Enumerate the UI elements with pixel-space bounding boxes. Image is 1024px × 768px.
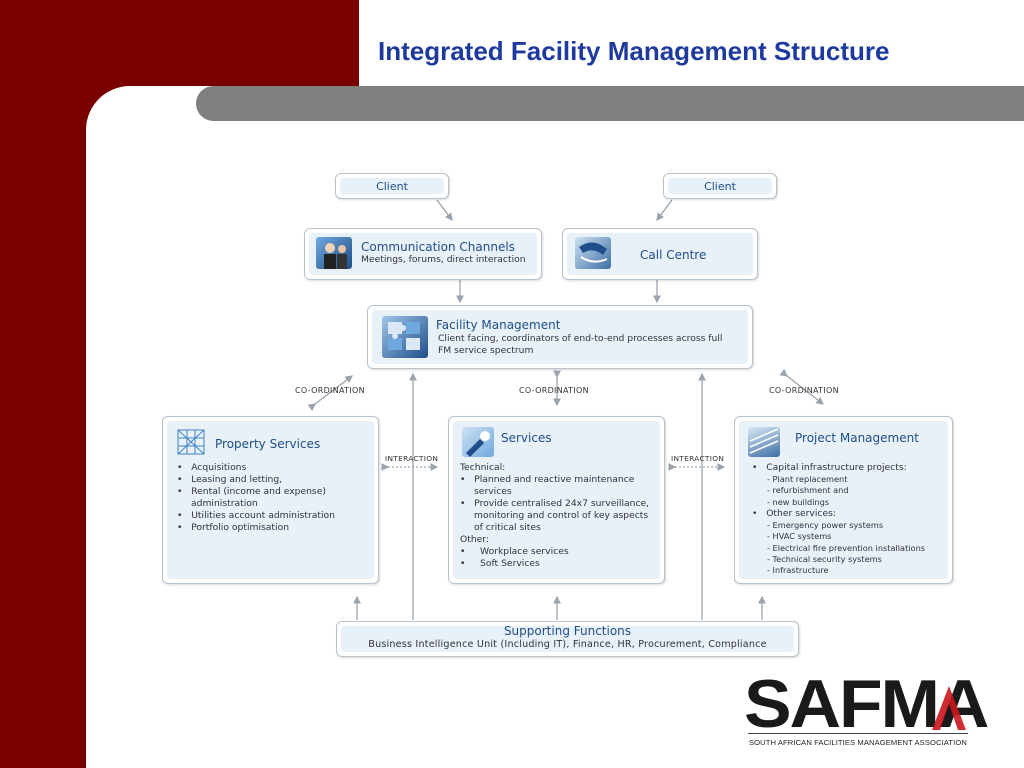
interaction-label-left: INTERACTION: [385, 454, 439, 463]
list-item: - refurbishment and: [767, 485, 849, 496]
services-other-heading: Other:: [460, 534, 490, 545]
communication-channels-desc: Meetings, forums, direct interaction: [361, 254, 526, 265]
list-item: • Soft Services: [460, 558, 540, 569]
list-item: • Provide centralised 24x7 surveillance,: [460, 498, 650, 509]
facility-management-title: Facility Management: [436, 318, 561, 332]
blueprint-icon: [748, 427, 780, 457]
list-item: • Capital infrastructure projects:: [752, 462, 907, 473]
services-technical-heading: Technical:: [460, 462, 506, 473]
arrow-client-to-callcentre: [656, 199, 673, 222]
property-services-box: Property Services • Acquisitions • Leasi…: [162, 416, 379, 584]
communication-channels-box: Communication Channels Meetings, forums,…: [304, 228, 542, 280]
grid-structure-icon: [175, 427, 207, 457]
slide-title: Integrated Facility Management Structure: [378, 36, 890, 66]
arrow-client-to-communication: [436, 199, 453, 222]
property-services-list: • Acquisitions • Leasing and letting, • …: [177, 462, 335, 534]
services-title: Services: [501, 431, 552, 445]
tools-icon: [462, 427, 494, 457]
property-services-title: Property Services: [215, 437, 321, 451]
list-item: administration: [191, 498, 258, 509]
call-centre-title: Call Centre: [640, 248, 707, 262]
interaction-label-right: INTERACTION: [671, 454, 725, 463]
coordination-label-left: CO-ORDINATION: [295, 386, 365, 395]
list-item: - Infrastructure: [767, 565, 829, 576]
coordination-label-middle: CO-ORDINATION: [519, 386, 589, 395]
list-item: • Leasing and letting,: [177, 474, 283, 485]
header-background: [359, 0, 1024, 90]
decorative-gray-bar: [196, 86, 1024, 121]
list-item: monitoring and control of key aspects: [474, 510, 649, 521]
arrow-coord-left: [307, 375, 354, 412]
facility-management-desc-2: FM service spectrum: [438, 345, 534, 356]
list-item: • Utilities account administration: [177, 510, 335, 521]
list-item: • Planned and reactive maintenance: [460, 474, 635, 485]
safma-logo: SAFMA SOUTH AFRICAN FACILITIES MANAGEMEN…: [744, 670, 989, 752]
project-other-list: • Other services:: [752, 508, 836, 520]
list-item: - Technical security systems: [767, 553, 882, 564]
project-management-box: Project Management • Capital infrastruct…: [734, 416, 953, 584]
project-capital-sublist: - Plant replacement - refurbishment and …: [767, 474, 849, 508]
client-label-left: Client: [376, 180, 408, 193]
list-item: - Electrical fire prevention installatio…: [767, 542, 926, 553]
communication-channels-title: Communication Channels: [361, 240, 515, 254]
safma-logo-subtitle: SOUTH AFRICAN FACILITIES MANAGEMENT ASSO…: [749, 738, 967, 747]
supporting-functions-box: Supporting Functions Business Intelligen…: [336, 621, 799, 657]
coordination-label-right: CO-ORDINATION: [769, 386, 839, 395]
list-item: • Portfolio optimisation: [177, 522, 290, 533]
list-item: • Acquisitions: [177, 462, 247, 473]
client-label-right: Client: [704, 180, 736, 193]
list-item: • Workplace services: [460, 546, 569, 557]
project-management-title: Project Management: [795, 431, 919, 445]
list-item: - new buildings: [767, 496, 830, 507]
supporting-functions-title: Supporting Functions: [503, 624, 632, 638]
list-item: of critical sites: [474, 522, 541, 533]
facility-management-desc-1: Client facing, coordinators of end-to-en…: [438, 333, 723, 344]
facility-management-box: Facility Management Client facing, coord…: [367, 305, 753, 369]
client-box-left: Client: [335, 173, 449, 199]
list-item: • Rental (income and expense): [177, 486, 326, 497]
list-item: - Plant replacement: [767, 474, 848, 484]
supporting-functions-desc: Business Intelligence Unit (Including IT…: [368, 639, 767, 650]
call-centre-box: Call Centre: [562, 228, 758, 280]
list-item: - Emergency power systems: [767, 520, 884, 530]
client-box-right: Client: [663, 173, 777, 199]
list-item: • Other services:: [752, 508, 836, 519]
arrow-coord-right: [779, 368, 825, 405]
project-capital-list: • Capital infrastructure projects:: [752, 462, 907, 474]
services-box: Services Technical: • Planned and reacti…: [448, 416, 665, 584]
list-item: services: [474, 486, 512, 497]
phone-icon: [575, 237, 611, 269]
list-item: - HVAC systems: [767, 531, 832, 542]
puzzle-icon: [382, 316, 428, 358]
services-technical-list: • Planned and reactive maintenance servi…: [460, 474, 649, 534]
project-other-sublist: - Emergency power systems - HVAC systems…: [767, 520, 925, 576]
people-icon: [316, 237, 352, 269]
safma-logo-red-triangle: [932, 686, 966, 730]
services-other-list: • Workplace services • Soft Services: [460, 546, 569, 570]
logo-divider: [748, 733, 968, 734]
